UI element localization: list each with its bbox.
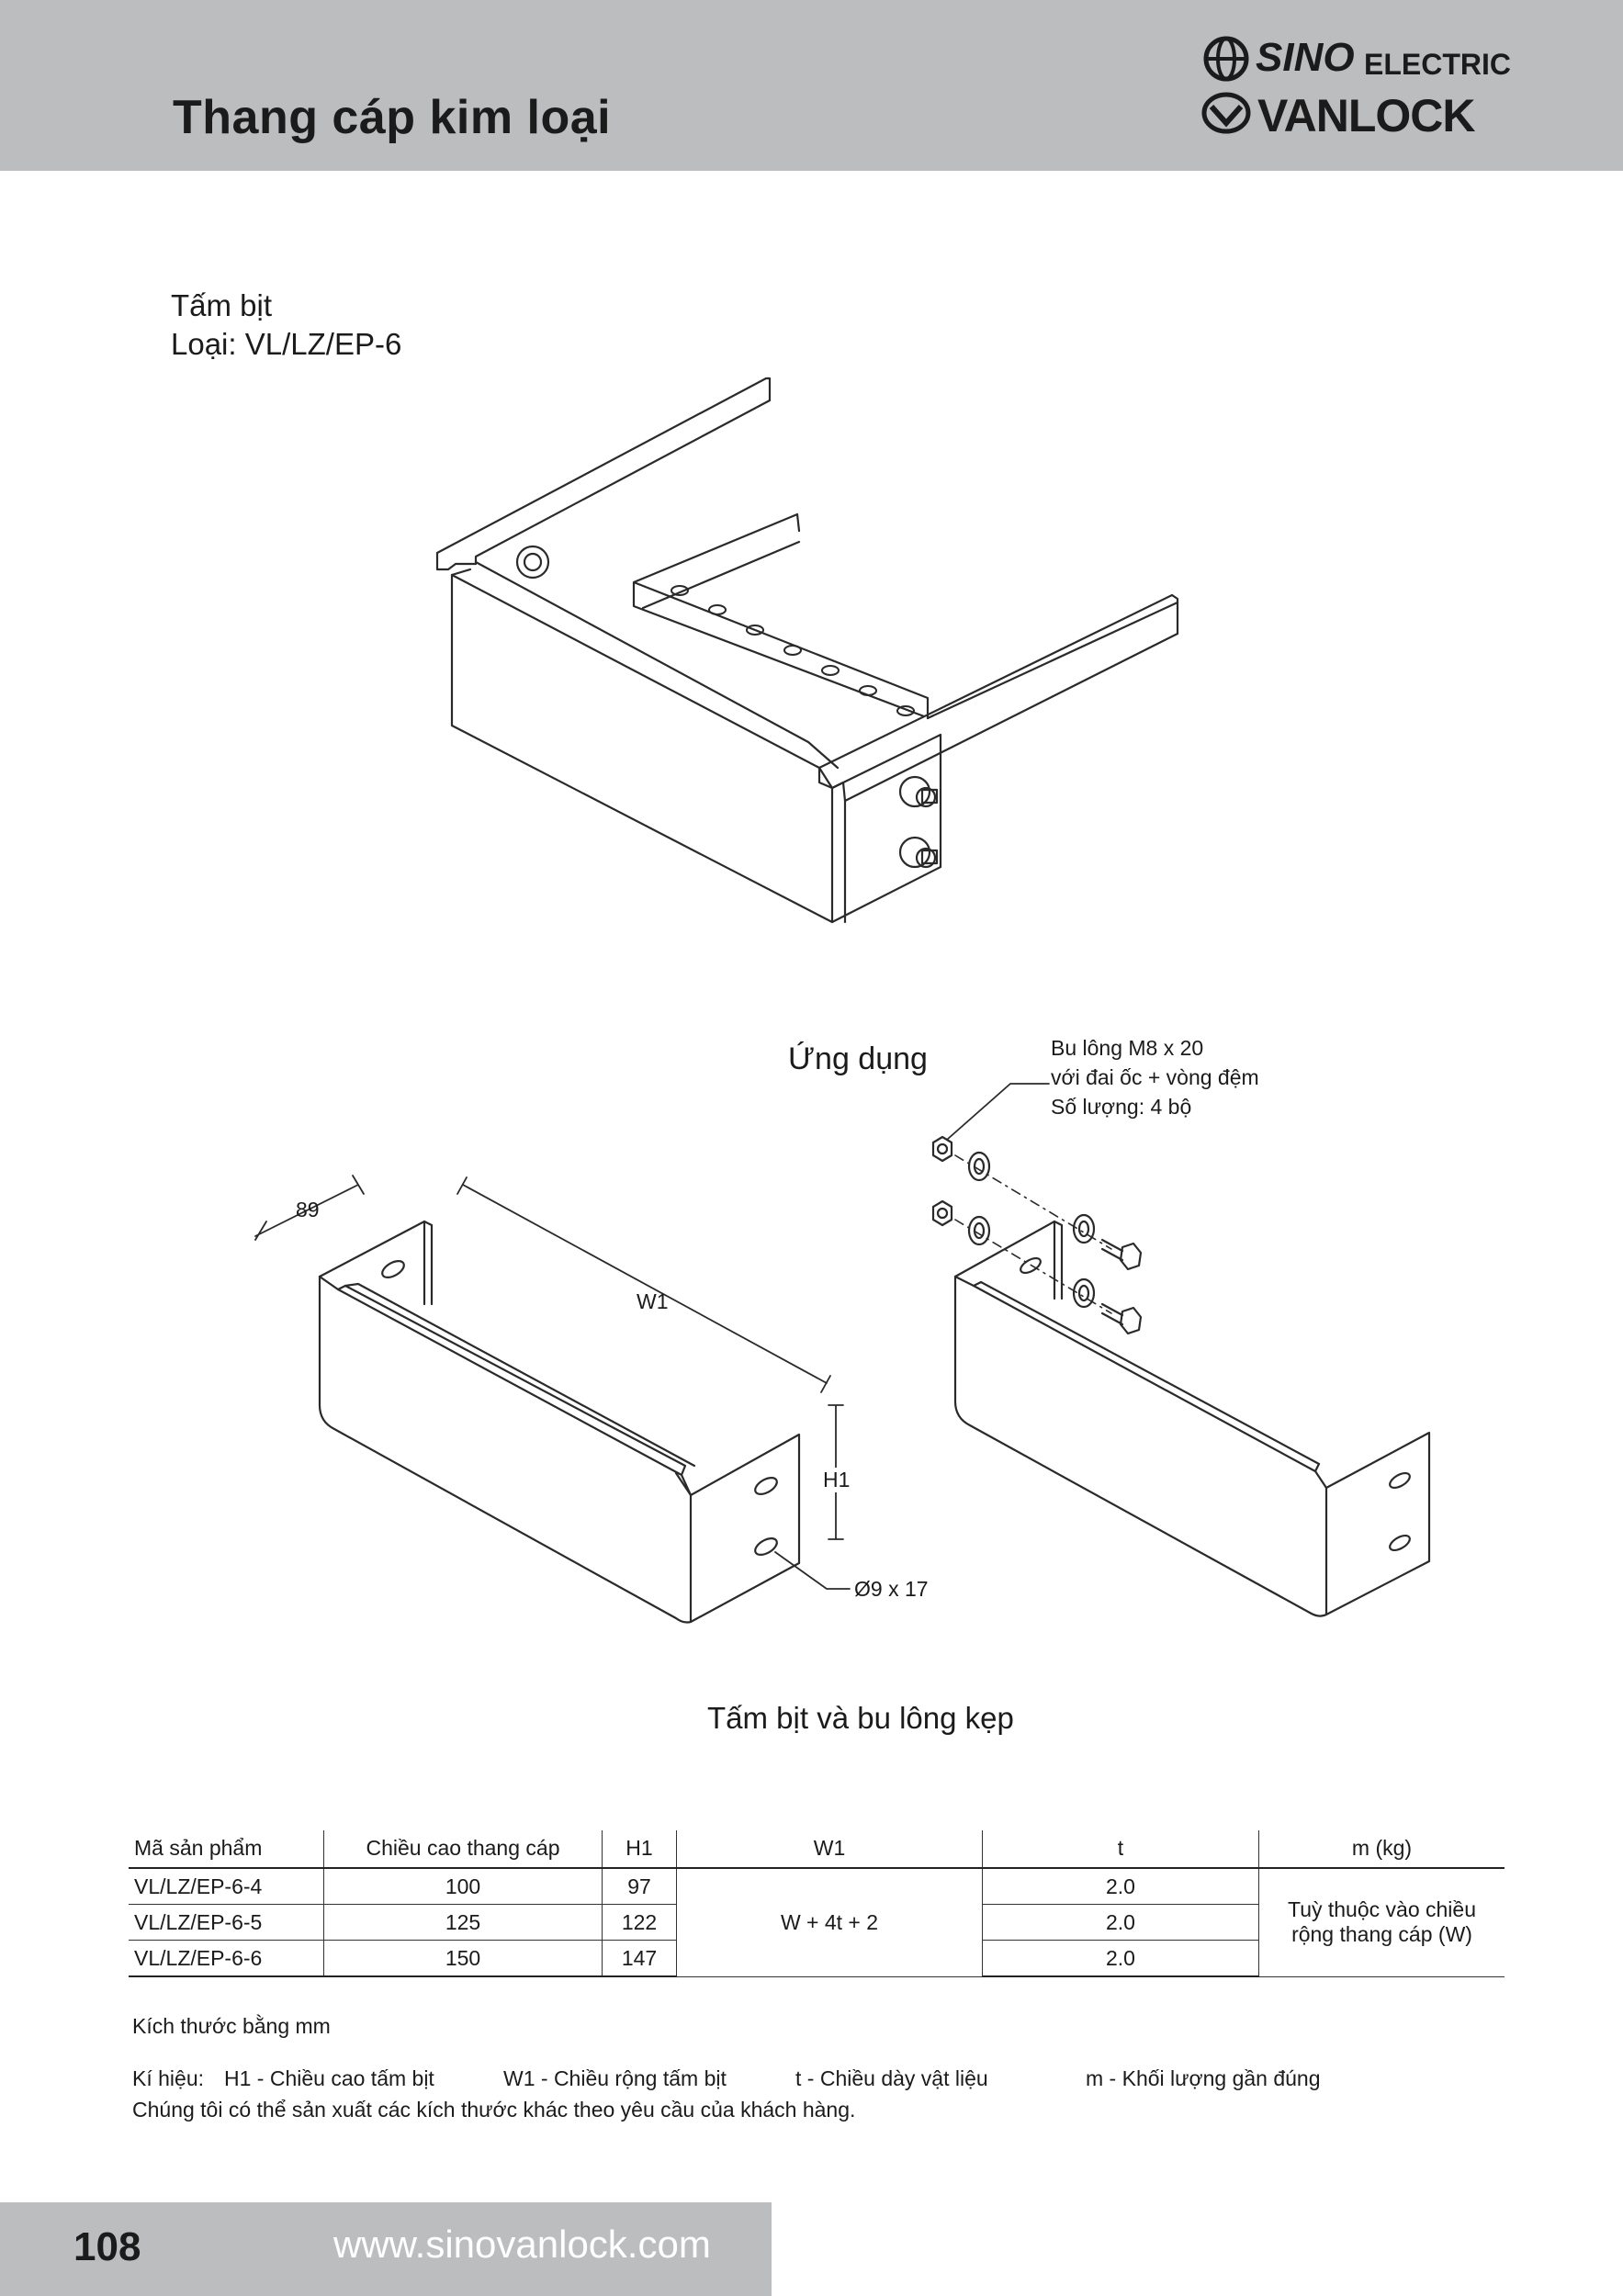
table-row: VL/LZ/EP-6-6 150 147 2.0 <box>129 1940 1505 1977</box>
washer-icon <box>967 1151 1096 1309</box>
cell-height: 125 <box>323 1904 603 1941</box>
mass-note-line2: rộng thang cáp (W) <box>1291 1922 1472 1947</box>
footer-bar <box>0 2202 772 2296</box>
table-row: VL/LZ/EP-6-4 100 97 W + 4t + 2 2.0 Tuỳ t… <box>129 1868 1505 1977</box>
spec-table: Mã sản phẩm Chiều cao thang cáp H1 W1 t … <box>129 1830 1505 1977</box>
cell-h1: 122 <box>602 1904 677 1941</box>
mass-note-line1: Tuỳ thuộc vào chiều <box>1288 1897 1476 1922</box>
symbol-t: t - Chiều dày vật liệu <box>795 2066 988 2090</box>
sino-globe-icon <box>1203 36 1249 82</box>
bolt-icon <box>515 545 550 580</box>
symbol-m: m - Khối lượng gần đúng <box>1086 2066 1321 2090</box>
page-number: 108 <box>73 2224 141 2269</box>
product-name: Tấm bịt <box>171 288 273 322</box>
slot-hole <box>381 1260 405 1278</box>
cell-height: 150 <box>323 1940 603 1977</box>
col-header-t: t <box>982 1830 1259 1869</box>
header-bar <box>0 0 1623 171</box>
cell-code: VL/LZ/EP-6-6 <box>129 1940 324 1977</box>
rung-slot <box>859 685 877 696</box>
website-url: www.sinovanlock.com <box>333 2223 711 2266</box>
end-plate-with-bolts <box>931 1083 1431 1617</box>
rung-slot <box>671 585 689 596</box>
symbol-w1: W1 - Chiều rộng tấm bịt <box>503 2066 727 2090</box>
slot-hole <box>1389 1471 1411 1490</box>
cell-code: VL/LZ/EP-6-5 <box>129 1904 324 1941</box>
cell-t: 2.0 <box>982 1940 1259 1977</box>
rung-slot <box>821 665 840 676</box>
brand-vanlock: VANLOCK <box>1257 90 1476 141</box>
col-header-mass: m (kg) <box>1258 1830 1505 1869</box>
col-header-height: Chiều cao thang cáp <box>323 1830 603 1869</box>
dim-depth-label: 89 <box>296 1198 320 1221</box>
figure-caption: Tấm bịt và bu lông kẹp <box>707 1701 1014 1735</box>
technical-drawings <box>254 377 1431 1624</box>
page-title: Thang cáp kim loại <box>173 91 612 144</box>
rung-slot <box>708 604 727 615</box>
rung-slot <box>896 705 915 716</box>
brand-logo: SINO ELECTRIC VANLOCK <box>1191 29 1511 149</box>
col-header-w1: W1 <box>676 1830 983 1869</box>
cell-mass-note: Tuỳ thuộc vào chiều rộng thang cáp (W) <box>1258 1868 1505 1977</box>
application-title: Ứng dụng <box>788 1041 928 1076</box>
cell-h1: 97 <box>602 1868 677 1905</box>
cell-h1: 147 <box>602 1940 677 1977</box>
nut-icon <box>931 1135 953 1227</box>
cell-height: 100 <box>323 1868 603 1905</box>
rung-slot <box>746 625 764 636</box>
rung-slot <box>783 645 802 656</box>
symbols-prefix: Kí hiệu: <box>132 2066 204 2090</box>
col-header-h1: H1 <box>602 1830 677 1869</box>
cell-w1-formula: W + 4t + 2 <box>676 1868 983 1977</box>
bolt-spec-line1: Bu lông M8 x 20 <box>1051 1036 1204 1060</box>
table-header-row: Mã sản phẩm Chiều cao thang cáp H1 W1 t … <box>129 1830 1505 1869</box>
cell-code: VL/LZ/EP-6-4 <box>129 1868 324 1905</box>
cell-t: 2.0 <box>982 1868 1259 1905</box>
vanlock-emblem-icon <box>1201 92 1251 134</box>
slot-hole <box>754 1537 778 1556</box>
cell-t: 2.0 <box>982 1904 1259 1941</box>
bolt-spec-line2: với đai ốc + vòng đệm <box>1051 1065 1259 1089</box>
assembly-view <box>435 377 1179 924</box>
bolt-spec-line3: Số lượng: 4 bộ <box>1051 1095 1192 1119</box>
product-type: Loại: VL/LZ/EP-6 <box>171 327 402 361</box>
bolt-icon <box>898 775 939 869</box>
custom-note: Chúng tôi có thể sản xuất các kích thước… <box>132 2098 856 2122</box>
slot-hole <box>1389 1534 1411 1552</box>
brand-electric: ELECTRIC <box>1364 48 1511 81</box>
slot-hole <box>754 1477 778 1495</box>
dim-hole-label: Ø9 x 17 <box>854 1577 929 1601</box>
bolt-icon <box>1100 1238 1143 1335</box>
table-row: VL/LZ/EP-6-5 125 122 2.0 <box>129 1904 1505 1941</box>
brand-sino: SINO <box>1256 35 1355 80</box>
end-plate-dimensioned <box>254 1175 851 1624</box>
col-header-code: Mã sản phẩm <box>129 1830 324 1869</box>
dim-width-label: W1 <box>637 1289 669 1313</box>
units-note: Kích thước bằng mm <box>132 2014 331 2038</box>
slot-hole <box>1020 1256 1042 1275</box>
dim-height-label: H1 <box>823 1468 851 1492</box>
symbol-h1: H1 - Chiều cao tấm bịt <box>224 2066 434 2090</box>
